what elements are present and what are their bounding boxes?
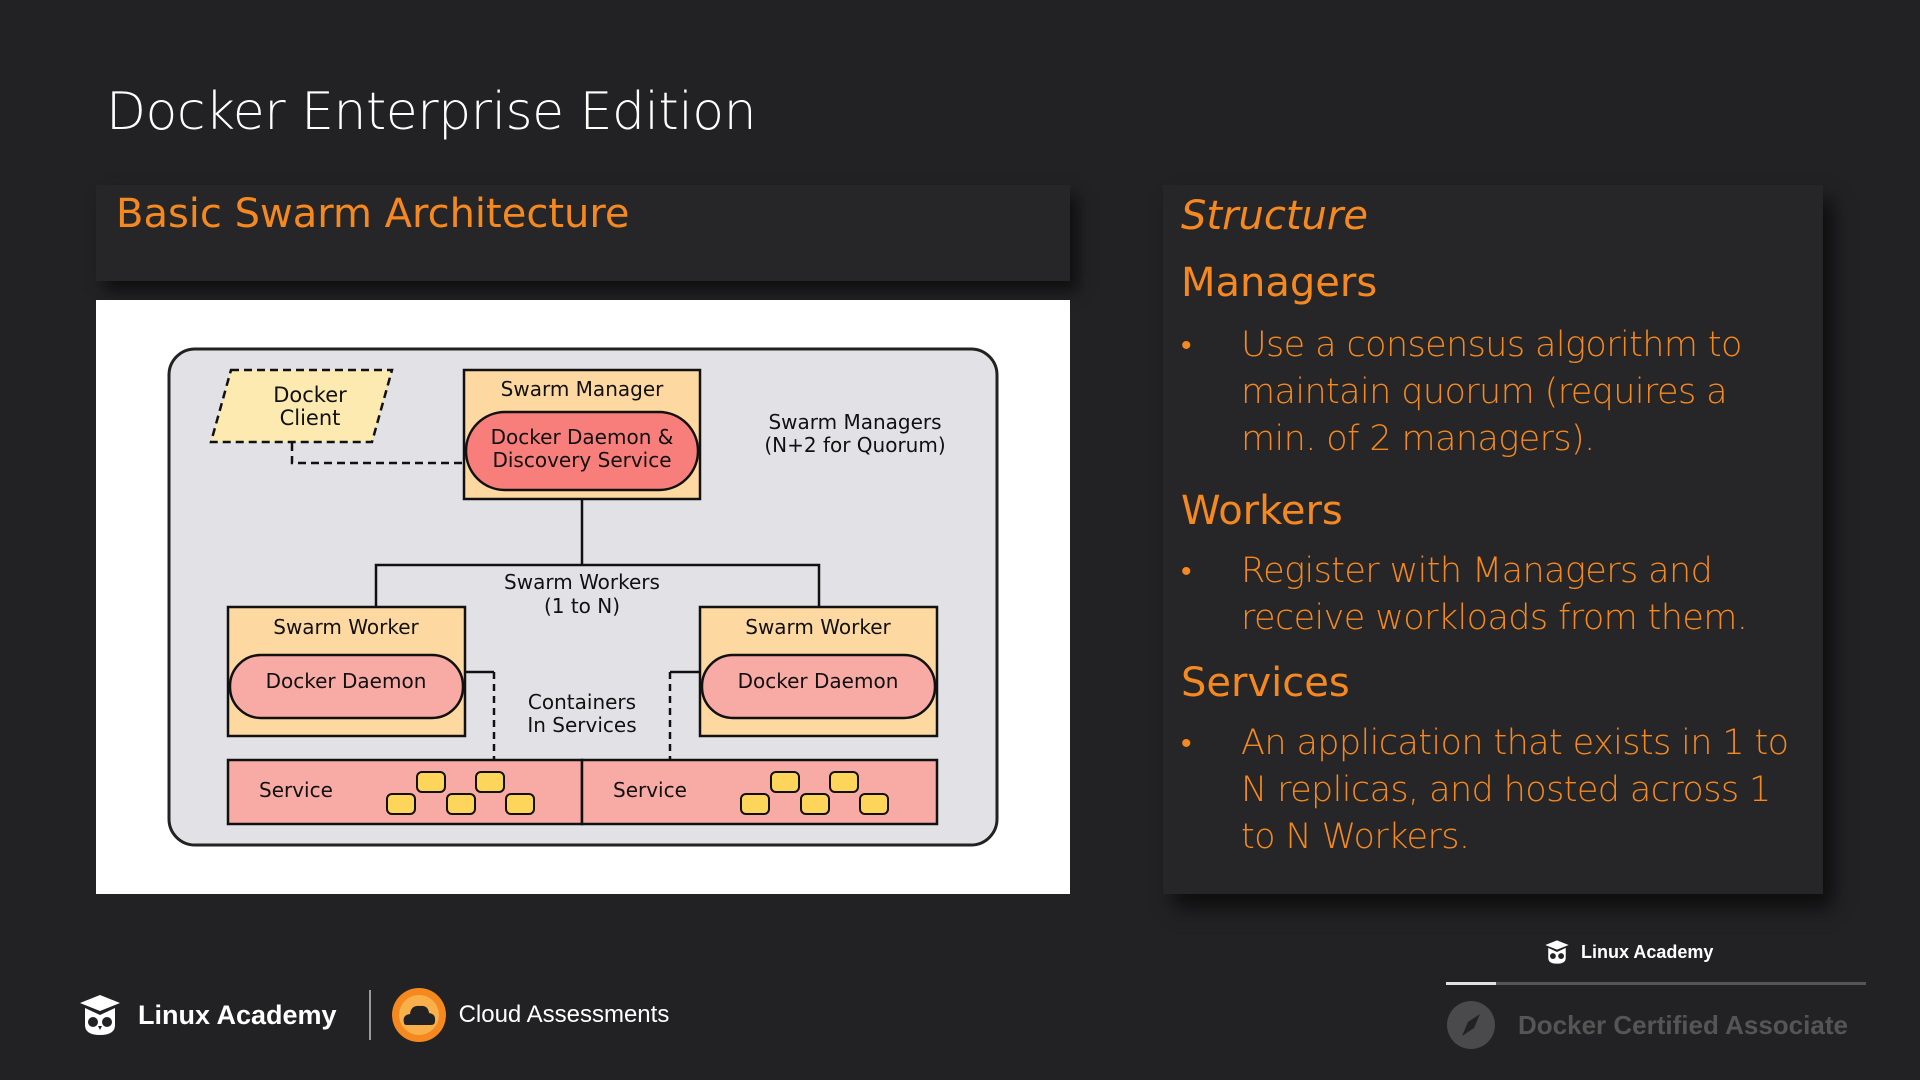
container-block — [505, 793, 535, 815]
bullet-services: • An application that exists in 1 to N r… — [1181, 720, 1811, 861]
course-title-row: Docker Certified Associate — [1446, 1000, 1848, 1050]
bullet-managers: • Use a consensus algorithm to maintain … — [1181, 322, 1811, 463]
worker-left-daemon-label: Docker Daemon — [266, 669, 427, 693]
swarm-workers-label-line2: (1 to N) — [544, 594, 620, 618]
service-left-label: Service — [259, 778, 333, 802]
swarm-managers-label-line1: Swarm Managers — [768, 410, 941, 434]
bullet-dot: • — [1181, 726, 1192, 761]
slide-title: Docker Enterprise Edition — [106, 82, 757, 142]
structure-panel: Structure Managers • Use a consensus alg… — [1163, 185, 1823, 894]
bullet-dot: • — [1181, 328, 1192, 363]
container-block — [386, 793, 416, 815]
course-brand-name: Linux Academy — [1581, 941, 1714, 962]
container-block — [475, 771, 505, 793]
containers-label-line2: In Services — [527, 713, 636, 737]
docker-client-label-line2: Client — [280, 406, 341, 430]
bullet-dot: • — [1181, 554, 1192, 589]
course-progress-fill — [1446, 982, 1497, 985]
container-block — [446, 793, 476, 815]
manager-daemon-pill — [464, 410, 700, 492]
docker-client-shape — [209, 368, 394, 444]
container-blocks-left — [386, 771, 535, 815]
bullet-text-services: An application that exists in 1 to N rep… — [1241, 723, 1789, 857]
manager-daemon-line2: Discovery Service — [492, 448, 671, 472]
worker-left-daemon-pill — [228, 653, 465, 720]
section-title-managers: Managers — [1181, 260, 1378, 306]
footer-divider — [368, 990, 371, 1040]
container-block — [740, 793, 770, 815]
worker-right-daemon-label: Docker Daemon — [738, 669, 899, 693]
brand-name: Linux Academy — [138, 999, 337, 1030]
swarm-diagram-svg: Docker Client Swarm Manager Docker Daemo… — [167, 347, 999, 847]
course-progress-bar — [1446, 982, 1866, 985]
owl-icon — [80, 995, 120, 1035]
swarm-worker-right-title: Swarm Worker — [745, 615, 891, 639]
course-brand: Linux Academy — [1543, 938, 1713, 966]
bullet-text-managers: Use a consensus algorithm to maintain qu… — [1241, 325, 1742, 459]
section-title-workers: Workers — [1181, 488, 1343, 534]
swarm-manager-title: Swarm Manager — [501, 377, 664, 401]
docker-client-label-line1: Docker — [273, 383, 347, 407]
compass-icon — [1447, 1001, 1495, 1049]
container-block — [770, 771, 800, 793]
client-manager-link — [290, 443, 464, 465]
containers-label-line1: Containers — [528, 690, 636, 714]
container-block — [859, 793, 889, 815]
service-right-label: Service — [613, 778, 687, 802]
bullet-text-workers: Register with Managers and receive workl… — [1241, 551, 1748, 638]
left-panel-title: Basic Swarm Architecture — [116, 191, 630, 237]
worker-right-daemon-pill — [700, 653, 937, 720]
swarm-managers-label-line2: (N+2 for Quorum) — [764, 433, 945, 457]
course-title: Docker Certified Associate — [1518, 1009, 1848, 1040]
swarm-workers-label-line1: Swarm Workers — [504, 570, 660, 594]
product-name: Cloud Assessments — [458, 1001, 670, 1028]
cloud-icon — [391, 988, 446, 1042]
structure-title: Structure — [1181, 193, 1368, 239]
footer-branding: Linux Academy Cloud Assessments — [76, 985, 669, 1045]
container-block — [829, 771, 859, 793]
section-title-services: Services — [1181, 660, 1350, 706]
bullet-workers: • Register with Managers and receive wor… — [1181, 548, 1811, 642]
swarm-worker-left-title: Swarm Worker — [273, 615, 419, 639]
left-panel-header: Basic Swarm Architecture — [96, 185, 1070, 281]
owl-icon — [1545, 940, 1569, 964]
swarm-diagram: Docker Client Swarm Manager Docker Daemo… — [96, 300, 1070, 894]
manager-daemon-line1: Docker Daemon & — [491, 425, 674, 449]
container-blocks-right — [740, 771, 889, 815]
container-block — [800, 793, 830, 815]
workers-branch-line — [374, 563, 821, 607]
container-block — [416, 771, 446, 793]
